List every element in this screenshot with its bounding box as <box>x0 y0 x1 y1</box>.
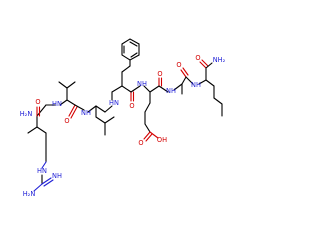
label-h2n-alpha: H₂N <box>20 110 33 118</box>
bond <box>199 61 207 69</box>
bond <box>130 52 138 58</box>
label-nh-val: HN <box>52 100 62 108</box>
bond <box>104 116 115 124</box>
bond <box>70 106 78 119</box>
label-oh-acid: OH <box>157 136 167 144</box>
bond <box>149 85 160 93</box>
bond <box>36 126 47 134</box>
bond <box>181 76 187 85</box>
atom-labels: H₂N O HN O NH HN O NH O NH O NH O NH₂ O … <box>20 54 226 198</box>
bond <box>68 104 76 117</box>
bond <box>121 85 132 93</box>
bond <box>111 85 123 93</box>
bond <box>198 79 207 85</box>
bond <box>205 62 213 69</box>
bond <box>173 83 183 91</box>
bond <box>43 179 54 187</box>
bond <box>205 79 215 87</box>
bond <box>41 177 52 185</box>
bond <box>41 161 47 169</box>
bond <box>58 81 68 89</box>
bond <box>129 41 138 47</box>
bond <box>27 126 38 134</box>
bond <box>36 104 47 117</box>
bond <box>144 102 151 113</box>
bond <box>104 105 113 113</box>
label-o-val: O <box>64 117 69 125</box>
label-o-glu: O <box>157 70 162 78</box>
label-hn-reduced: HN <box>109 99 119 107</box>
label-o-ala: O <box>176 61 181 69</box>
bond <box>87 105 97 113</box>
bond <box>145 133 153 142</box>
bond <box>74 104 85 111</box>
bond <box>149 131 159 139</box>
label-h2n-guanidine: H₂N <box>23 190 36 198</box>
bond <box>182 67 189 76</box>
label-hn-guanidine: HN <box>37 167 47 175</box>
label-o-phe: O <box>129 102 134 110</box>
bond <box>213 97 223 105</box>
bond <box>158 85 169 93</box>
bond <box>201 59 209 67</box>
bond <box>121 65 131 73</box>
benzene-ring <box>121 38 140 61</box>
bond <box>66 81 76 89</box>
bond <box>66 99 76 106</box>
bond <box>143 131 151 140</box>
label-o-nle: O <box>195 54 200 62</box>
label-o-acid: O <box>138 139 143 147</box>
bond <box>95 116 106 124</box>
label-nh-imine: NH <box>52 172 62 180</box>
molecule-structure: H₂N O HN O NH HN O NH O NH O NH O NH₂ O … <box>20 38 226 198</box>
label-nh-amide-1: NH <box>81 109 91 117</box>
bond <box>143 85 151 93</box>
bond <box>95 105 106 113</box>
label-nh-ala: NH <box>191 81 201 89</box>
bond <box>144 123 151 133</box>
label-nh-phe: NH <box>137 80 147 88</box>
bond <box>59 99 68 106</box>
label-nh2-nle: NH₂ <box>213 56 226 64</box>
label-o-arg: O <box>35 98 40 106</box>
label-nh-glu: NH <box>166 87 176 95</box>
bonds <box>27 38 223 192</box>
bond <box>33 183 43 192</box>
bond <box>180 69 187 78</box>
bond <box>130 85 141 93</box>
bond <box>185 76 194 85</box>
